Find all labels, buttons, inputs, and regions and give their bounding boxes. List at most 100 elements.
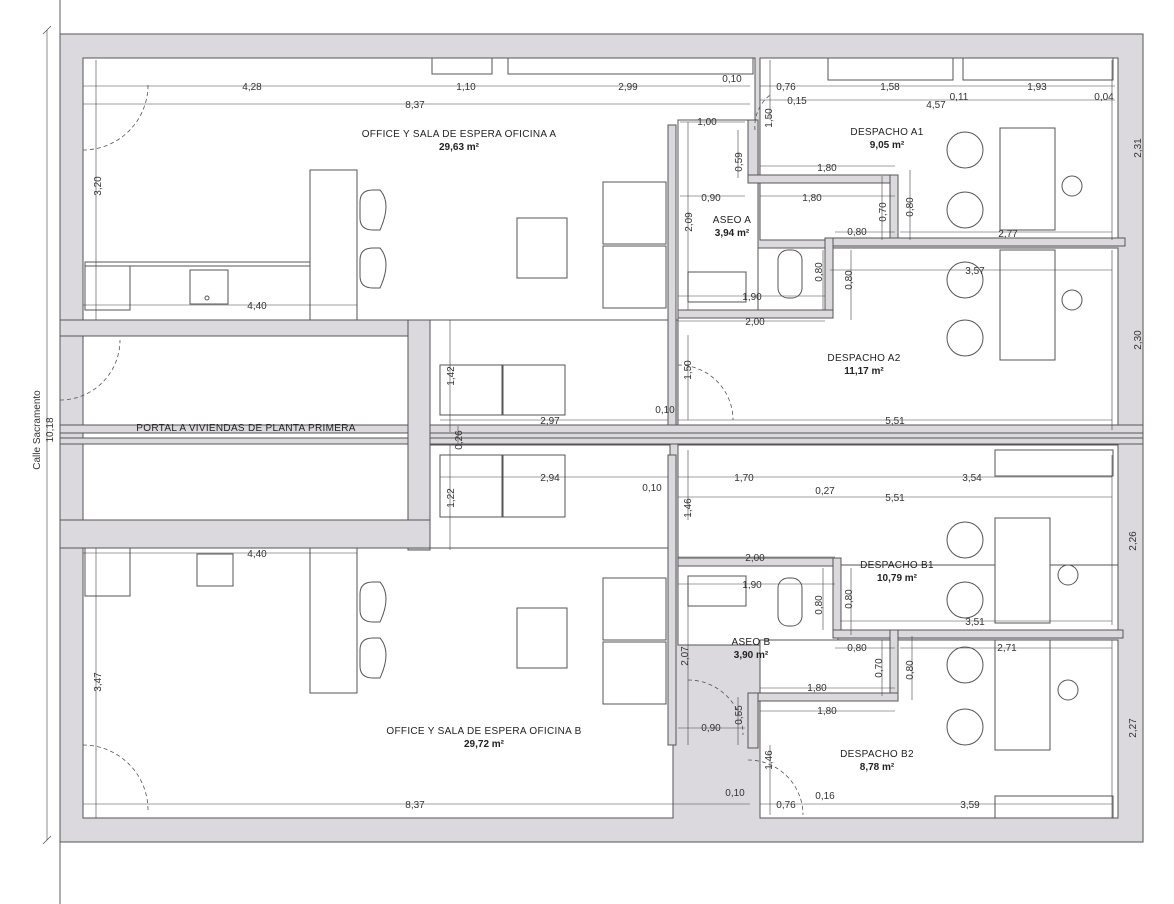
despacho-a2-name: DESPACHO A2 xyxy=(827,353,900,364)
dim-label: 4,57 xyxy=(926,100,946,111)
dim-label: 2,26 xyxy=(1128,531,1139,551)
dim-label: 0,26 xyxy=(454,430,465,450)
dim-label: 1,00 xyxy=(697,117,717,128)
dim-label: 3,54 xyxy=(962,473,982,484)
dim-label: 0,80 xyxy=(814,262,825,282)
dim-label: 1,58 xyxy=(880,82,900,93)
dim-label: 2,31 xyxy=(1133,138,1144,158)
dim-label: 5,51 xyxy=(885,416,905,427)
aseo-b-name: ASEO B xyxy=(731,637,770,648)
dim-label: 1,80 xyxy=(802,193,822,204)
central-wall xyxy=(59,424,1144,434)
dimension-lines xyxy=(83,60,1115,818)
sink-icon xyxy=(687,271,747,303)
dim-label: 2,27 xyxy=(1128,718,1139,738)
despacho-b1-name: DESPACHO B1 xyxy=(860,560,934,571)
chair-icon xyxy=(359,247,387,289)
dim-label: 0,90 xyxy=(701,723,721,734)
aseo-a-name: ASEO A xyxy=(713,215,752,226)
dim-label: 4,40 xyxy=(247,549,267,560)
dim-label: 2,77 xyxy=(998,229,1018,240)
despacho-a1-area: 9,05 m² xyxy=(870,140,905,151)
dim-label: 0,10 xyxy=(725,788,745,799)
dim-label: 3,20 xyxy=(93,176,104,196)
dim-label: 0,10 xyxy=(722,74,742,85)
dim-label: 1,46 xyxy=(764,750,775,770)
street-length: 10,18 xyxy=(45,417,56,442)
dim-label: 0,11 xyxy=(950,92,969,103)
dim-label: 4,40 xyxy=(247,301,267,312)
dimension-labels: 4,28 1,10 2,99 0,10 0,76 1,58 1,93 8,37 … xyxy=(242,74,1114,811)
street-name: Calle Sacramento xyxy=(32,390,43,470)
office-b-area: 29,72 m² xyxy=(464,739,505,750)
desk-icon xyxy=(999,127,1056,231)
dim-label: 3,59 xyxy=(960,800,980,811)
dim-label: 1,90 xyxy=(742,580,762,591)
partition-wall-a xyxy=(667,124,677,426)
dim-label: 1,50 xyxy=(683,360,694,380)
dim-label: 0,27 xyxy=(815,486,835,497)
door-swing-office-a xyxy=(82,84,149,151)
dim-label: 3,57 xyxy=(965,266,985,277)
dim-label: 5,51 xyxy=(885,493,905,504)
table-icon xyxy=(516,217,568,279)
dim-label: 2,00 xyxy=(745,553,765,564)
dim-label: 1,22 xyxy=(446,488,457,508)
dim-label: 0,90 xyxy=(701,193,721,204)
office-a-name: OFFICE Y SALA DE ESPERA OFICINA A xyxy=(362,129,557,140)
dim-label: 4,28 xyxy=(242,82,262,93)
dim-label: 2,71 xyxy=(997,643,1017,654)
portal-name: PORTAL A VIVIENDAS DE PLANTA PRIMERA xyxy=(136,423,355,434)
dim-label: 2,30 xyxy=(1133,330,1144,350)
dim-label: 0,80 xyxy=(905,197,916,217)
toilet-icon xyxy=(777,249,803,299)
despacho-a1-room xyxy=(759,57,1119,241)
sofa-icon xyxy=(602,181,667,245)
dim-label: 0,70 xyxy=(878,202,889,222)
dim-label: 0,80 xyxy=(847,643,867,654)
dim-label: 2,94 xyxy=(540,473,560,484)
despacho-b1-area: 10,79 m² xyxy=(877,573,918,584)
dim-label: 3,51 xyxy=(965,617,985,628)
dim-label: 0,80 xyxy=(814,595,825,615)
dim-label: 2,07 xyxy=(680,646,691,666)
dim-label: 1,10 xyxy=(456,82,476,93)
dim-label: 0,80 xyxy=(844,589,855,609)
dim-label: 0,70 xyxy=(874,658,885,678)
office-b-name: OFFICE Y SALA DE ESPERA OFICINA B xyxy=(386,726,581,737)
dim-label: 2,09 xyxy=(684,212,695,232)
dim-label: 1,80 xyxy=(817,163,837,174)
despacho-a2-area: 11,17 m² xyxy=(844,366,884,377)
dim-label: 0,10 xyxy=(642,483,662,494)
dim-label: 0,80 xyxy=(844,270,855,290)
despacho-b2-name: DESPACHO B2 xyxy=(840,749,914,760)
dim-label: 1,80 xyxy=(807,683,827,694)
chair-icon xyxy=(359,189,387,231)
dim-label: 8,37 xyxy=(405,800,425,811)
dim-label: 1,42 xyxy=(446,366,457,386)
chair-icon xyxy=(946,131,984,169)
dim-label: 2,97 xyxy=(540,416,560,427)
office-a-area: 29,63 m² xyxy=(439,142,480,153)
dim-label: 2,99 xyxy=(618,82,638,93)
dim-label: 0,15 xyxy=(787,96,807,107)
dim-label: 2,00 xyxy=(745,317,765,328)
dim-label: 0,55 xyxy=(734,705,745,725)
dim-label: 0,04 xyxy=(1094,92,1114,103)
dim-label: 8,37 xyxy=(405,100,425,111)
dim-label: 0,59 xyxy=(734,152,745,172)
dim-label: 0,76 xyxy=(776,82,796,93)
dim-label: 3,47 xyxy=(93,672,104,692)
dim-label: 1,46 xyxy=(683,498,694,518)
dim-label: 0,10 xyxy=(655,405,675,416)
aseo-a-area: 3,94 m² xyxy=(715,228,750,239)
despacho-a1-name: DESPACHO A1 xyxy=(850,127,923,138)
dim-label: 0,16 xyxy=(815,791,835,802)
dim-label: 0,76 xyxy=(776,800,796,811)
dim-label: 1,80 xyxy=(817,706,837,717)
dim-label: 1,90 xyxy=(742,292,762,303)
dim-label: 1,70 xyxy=(734,473,754,484)
despacho-b2-area: 8,78 m² xyxy=(860,762,895,773)
aseo-b-area: 3,90 m² xyxy=(734,650,769,661)
